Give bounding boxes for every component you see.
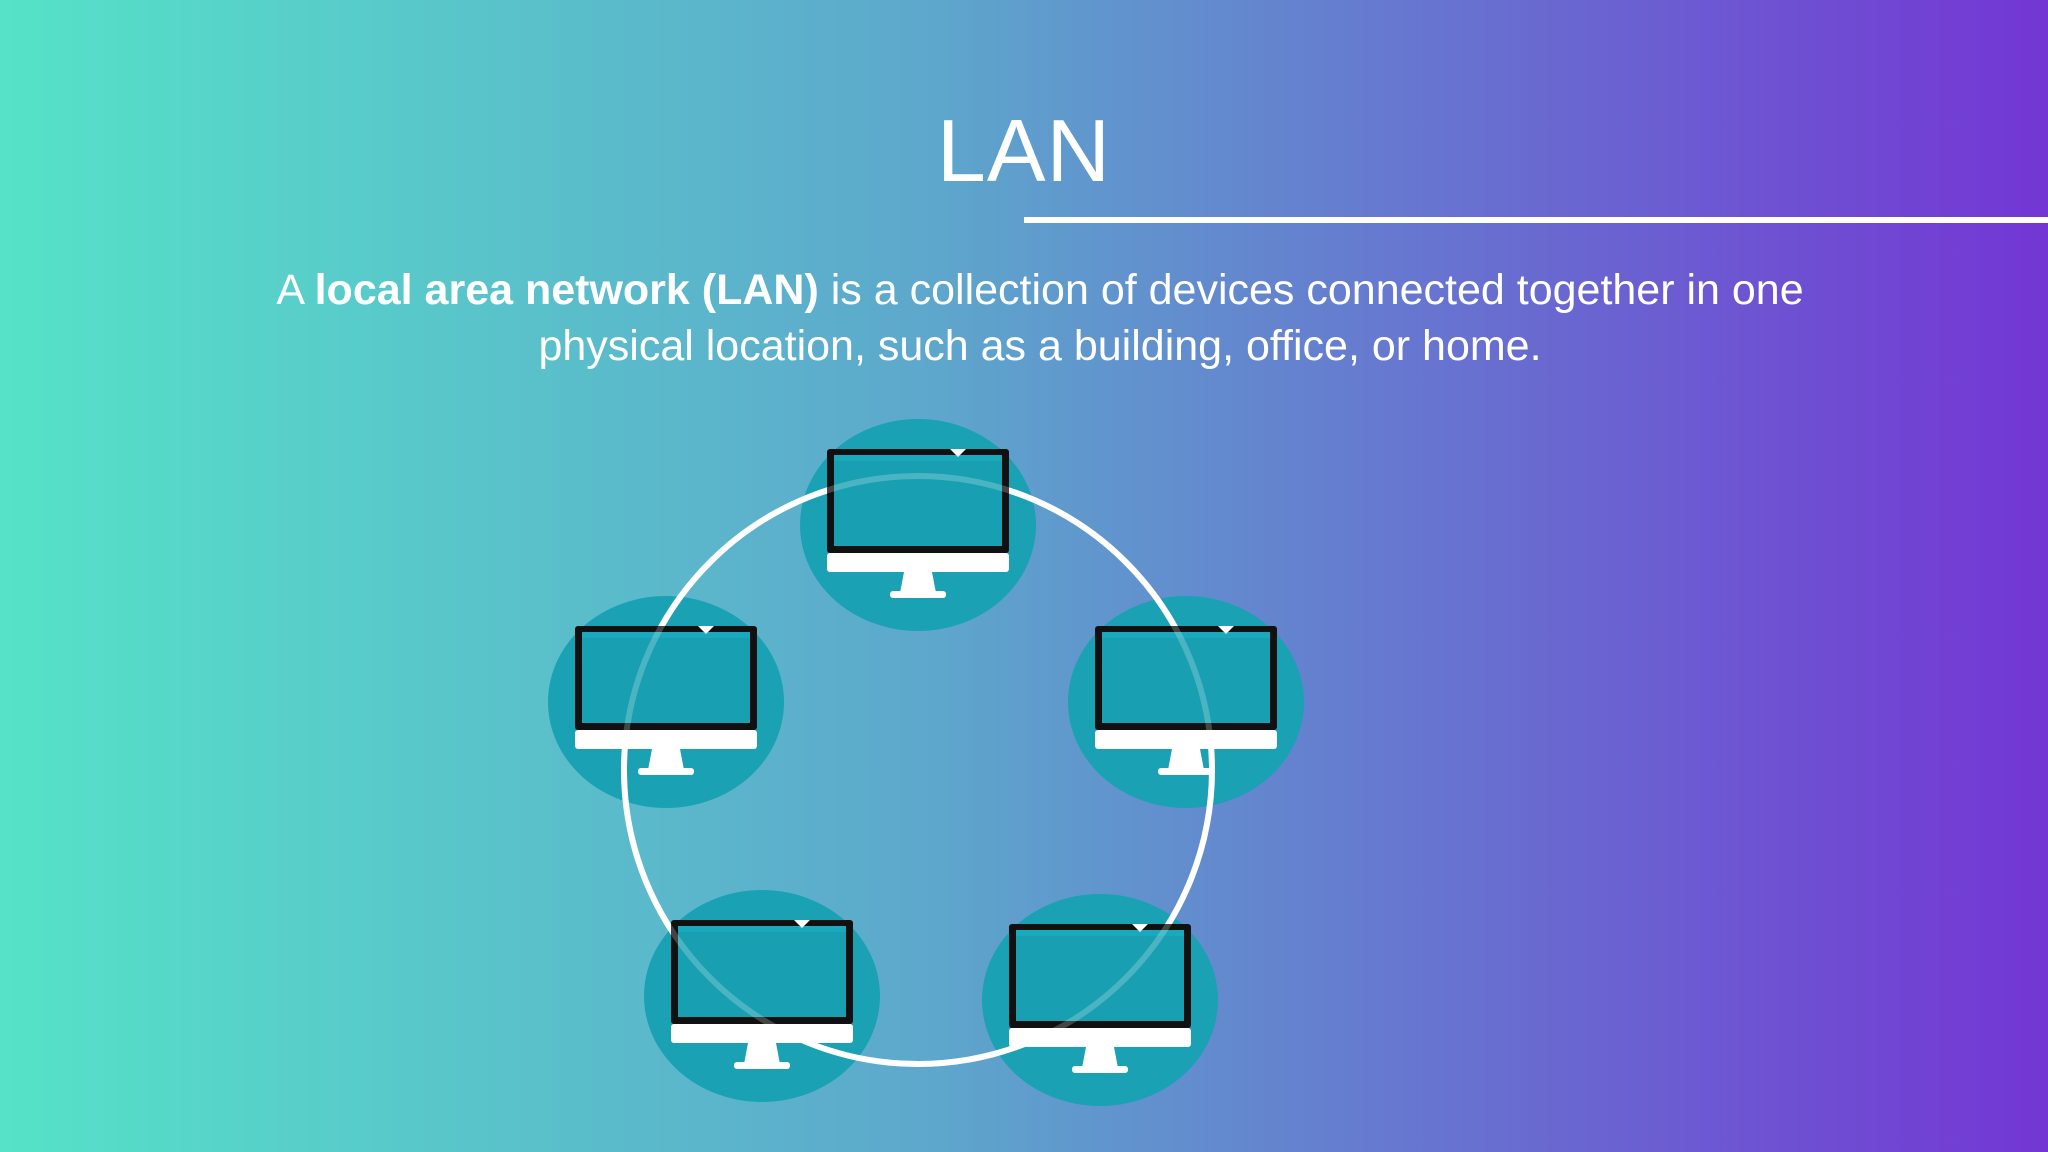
slide-body-text: A local area network (LAN) is a collecti… bbox=[200, 262, 1880, 374]
body-rest: is a collection of devices connected tog… bbox=[538, 266, 1804, 370]
node-monitors bbox=[575, 449, 1277, 1073]
body-term: local area network (LAN) bbox=[314, 266, 819, 314]
title-underline bbox=[1024, 217, 2048, 223]
body-lead: A bbox=[276, 266, 315, 314]
slide-title: LAN bbox=[936, 101, 1112, 200]
network-ring-overlay bbox=[621, 473, 1215, 1067]
